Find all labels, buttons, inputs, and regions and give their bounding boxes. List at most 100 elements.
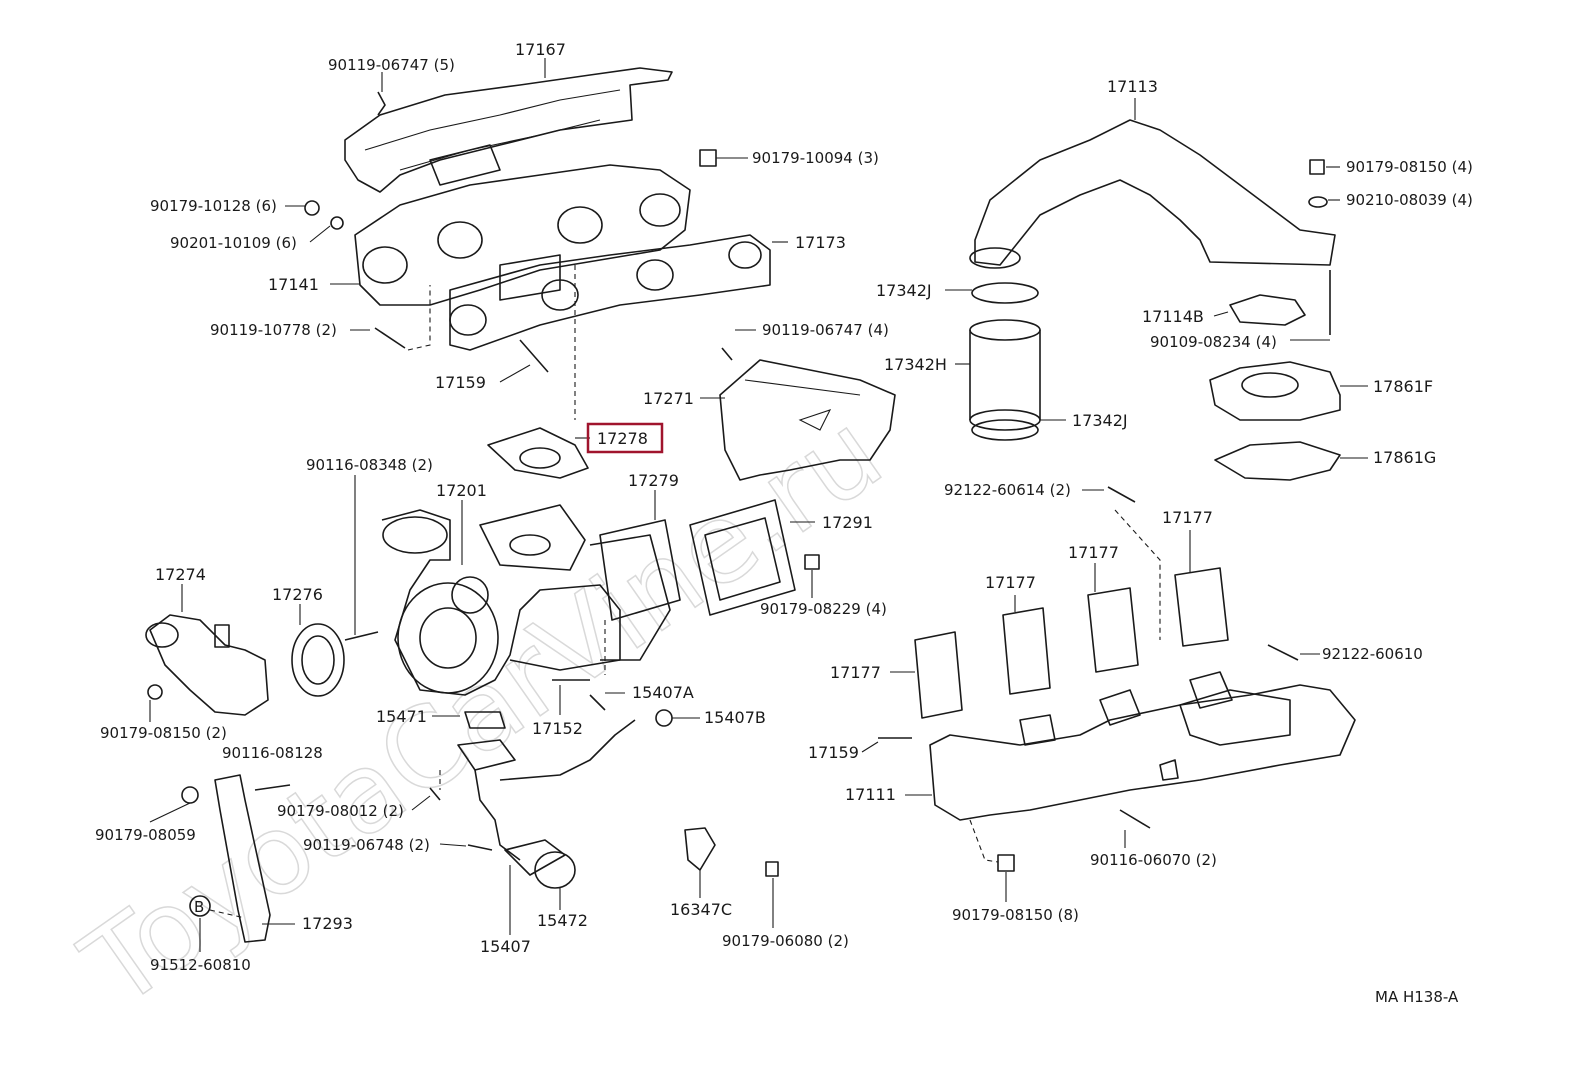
turbocharger-17201 (381, 504, 671, 696)
label-90119-06748-2: 90119-06748 (2) (303, 836, 430, 854)
oil-pipe-15407 (457, 719, 636, 889)
gasket-17861G (1214, 441, 1341, 481)
nut-90179-08059 (181, 786, 199, 804)
label-17201: 17201 (436, 481, 487, 500)
nut-90179-08229 (804, 554, 820, 570)
bolt-90119-10778 (374, 327, 406, 349)
stud-90116-06070 (1119, 809, 1151, 829)
label-17159-low: 17159 (808, 743, 859, 762)
clamp-17342J-bottom (971, 419, 1039, 441)
bolt-90119-06748 (467, 844, 493, 851)
label-15407B: 15407B (704, 708, 766, 727)
label-90119-06747-4: 90119-06747 (4) (762, 321, 889, 339)
stud-17159-top (519, 339, 549, 373)
label-17274: 17274 (155, 565, 206, 584)
label-17271: 17271 (643, 389, 694, 408)
gasket-17114B (1229, 294, 1306, 326)
stud-92122-60610 (1267, 644, 1299, 661)
label-17114B: 17114B (1142, 307, 1204, 326)
label-17291: 17291 (822, 513, 873, 532)
label-90179-08150-4: 90179-08150 (4) (1346, 158, 1473, 176)
label-17342J-bottom: 17342J (1072, 411, 1128, 430)
dashed-line-08150-8 (969, 819, 999, 863)
nut-90179-10094 (699, 149, 717, 167)
label-15407A: 15407A (632, 683, 694, 702)
elbow-17274 (145, 614, 269, 716)
label-17177-a: 17177 (830, 663, 881, 682)
label-17278[interactable]: 17278 (597, 429, 648, 448)
gasket-16347C (684, 827, 716, 871)
gasket-17279 (599, 519, 681, 621)
gasket-17291 (689, 499, 796, 616)
label-90179-08229-4: 90179-08229 (4) (760, 600, 887, 618)
label-90119-10778-2: 90119-10778 (2) (210, 321, 337, 339)
label-90116-06070-2: 90116-06070 (2) (1090, 851, 1217, 869)
label-17861F: 17861F (1373, 377, 1433, 396)
gasket-17177-c (1087, 587, 1139, 673)
gasket-15407B (655, 709, 673, 727)
label-16347C: 16347C (670, 900, 732, 919)
spacer-17861F (1209, 361, 1341, 421)
label-17152: 17152 (532, 719, 583, 738)
label-90179-08150-2: 90179-08150 (2) (100, 724, 227, 742)
dashed-line-60614 (1114, 509, 1161, 640)
label-15472: 15472 (537, 911, 588, 930)
label-90201-10109-6: 90201-10109 (6) (170, 234, 297, 252)
label-90179-10094-3: 90179-10094 (3) (752, 149, 879, 167)
part-labels: 17167 90119-06747 (5) 90179-10094 (3) 90… (95, 40, 1473, 1006)
label-17173: 17173 (795, 233, 846, 252)
label-90109-08234-4: 90109-08234 (4) (1150, 333, 1277, 351)
nut-90179-08150-2 (147, 684, 163, 700)
leader-lines (149, 58, 1368, 952)
label-90116-08348-2: 90116-08348 (2) (306, 456, 433, 474)
label-90179-08012-2: 90179-08012 (2) (277, 802, 404, 820)
dashed-line-bolt (407, 285, 431, 351)
nut-90179-08150-8 (997, 854, 1015, 872)
union-15407A (589, 694, 606, 711)
dashed-line-bracket (209, 909, 246, 919)
highlight-box-17278[interactable] (586, 422, 664, 454)
gasket-17276 (291, 623, 345, 697)
label-17111: 17111 (845, 785, 896, 804)
label-17177-c: 17177 (1068, 543, 1119, 562)
gasket-17177-b (1002, 607, 1051, 695)
label-17177-d: 17177 (1162, 508, 1213, 527)
label-17279: 17279 (628, 471, 679, 490)
label-90119-06747-5: 90119-06747 (5) (328, 56, 455, 74)
label-90179-10128-6: 90179-10128 (6) (150, 197, 277, 215)
label-90116-08128: 90116-08128 (222, 744, 323, 762)
exhaust-manifold-17141 (354, 164, 691, 306)
label-92122-60614-2: 92122-60614 (2) (944, 481, 1071, 499)
label-17276: 17276 (272, 585, 323, 604)
washer-90210-08039 (1308, 196, 1328, 208)
diagram-code: MA H138-A (1375, 988, 1459, 1006)
bolt-91512-60810 (189, 895, 211, 917)
bracket-17293 (214, 774, 271, 943)
label-17342H: 17342H (884, 355, 947, 374)
bolt-marker-label: B (194, 898, 204, 916)
label-17342J-top: 17342J (876, 281, 932, 300)
label-17861G: 17861G (1373, 448, 1436, 467)
bolt-90179-06080 (765, 861, 779, 877)
label-15407: 15407 (480, 937, 531, 956)
label-90179-08059: 90179-08059 (95, 826, 196, 844)
gasket-17177-a (914, 631, 963, 719)
stud-90116-08348 (344, 631, 379, 641)
label-90179-06080-2: 90179-06080 (2) (722, 932, 849, 950)
label-17141: 17141 (268, 275, 319, 294)
intake-pipe-17113 (969, 119, 1336, 269)
stud-90116-08128 (254, 784, 291, 791)
bolt-90119-06747-4 (721, 347, 733, 361)
label-17177-b: 17177 (985, 573, 1036, 592)
stud-92122-60614 (1107, 486, 1136, 503)
label-17293: 17293 (302, 914, 353, 933)
label-90210-08039-4: 90210-08039 (4) (1346, 191, 1473, 209)
heat-insulator-17271 (719, 359, 896, 481)
nut-90179-08012 (429, 787, 441, 801)
hose-17342H (969, 319, 1041, 431)
nut-90179-10128 (304, 200, 320, 216)
bolt-90119-06747-5 (377, 91, 386, 116)
gasket-17278 (487, 427, 589, 479)
